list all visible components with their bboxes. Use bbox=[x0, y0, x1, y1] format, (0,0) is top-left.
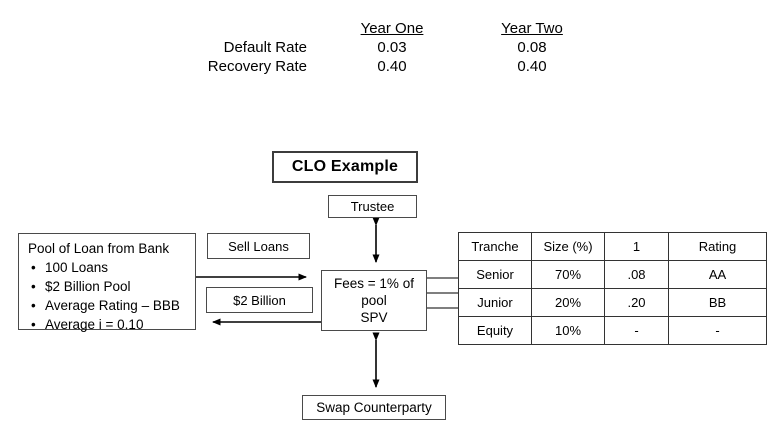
tranche-row-senior: Senior 70% .08 AA bbox=[458, 260, 767, 289]
pool-bullet-item: Average Rating – BBB bbox=[28, 296, 189, 315]
tranche-header-cell: 1 bbox=[604, 232, 669, 261]
default-rate-label: Default Rate bbox=[223, 39, 307, 56]
clo-example-title-box: CLO Example bbox=[272, 151, 418, 183]
spv-box: Fees = 1% of pool SPV bbox=[321, 270, 427, 331]
pool-bullet-list: 100 Loans $2 Billion Pool Average Rating… bbox=[28, 258, 189, 334]
pool-bullet-item: $2 Billion Pool bbox=[28, 277, 189, 296]
year-two-label: Year Two bbox=[501, 20, 563, 37]
two-billion-box: $2 Billion bbox=[206, 287, 313, 313]
tranche-cell: .20 bbox=[604, 288, 669, 317]
tranche-cell: Equity bbox=[458, 316, 532, 345]
spv-label-line: SPV bbox=[360, 310, 388, 325]
tranche-cell: 70% bbox=[531, 260, 605, 289]
tranche-cell: Senior bbox=[458, 260, 532, 289]
tranche-cell: .08 bbox=[604, 260, 669, 289]
spv-fees-line: Fees = 1% of bbox=[334, 276, 414, 291]
trustee-box: Trustee bbox=[328, 195, 417, 218]
tranche-header-cell: Size (%) bbox=[531, 232, 605, 261]
tranche-cell: AA bbox=[668, 260, 767, 289]
tranche-cell: - bbox=[604, 316, 669, 345]
tranche-row-junior: Junior 20% .20 BB bbox=[458, 288, 767, 317]
pool-of-loans-box: Pool of Loan from Bank 100 Loans $2 Bill… bbox=[18, 233, 196, 334]
tranche-cell: BB bbox=[668, 288, 767, 317]
tranche-table: Tranche Size (%) 1 Rating Senior 70% .08… bbox=[458, 232, 767, 345]
pool-bullet-item: Average i = 0.10 bbox=[28, 315, 189, 334]
tranche-cell: Junior bbox=[458, 288, 532, 317]
default-rate-year-two: 0.08 bbox=[517, 39, 547, 56]
rates-empty-corner bbox=[147, 19, 322, 40]
default-rate-year-one: 0.03 bbox=[377, 39, 407, 56]
sell-loans-box: Sell Loans bbox=[207, 233, 310, 259]
recovery-rate-year-one: 0.40 bbox=[377, 58, 407, 75]
tranche-cell: 10% bbox=[531, 316, 605, 345]
tranche-header-row: Tranche Size (%) 1 Rating bbox=[458, 232, 767, 261]
tranche-header-cell: Tranche bbox=[458, 232, 532, 261]
rates-table: Year One Year Two Default Rate 0.03 0.08… bbox=[147, 19, 602, 76]
pool-box-title: Pool of Loan from Bank bbox=[28, 241, 170, 256]
pool-bullet-item: 100 Loans bbox=[28, 258, 189, 277]
recovery-rate-label: Recovery Rate bbox=[207, 58, 307, 75]
rates-header-year-one: Year One bbox=[322, 19, 462, 40]
year-one-label: Year One bbox=[360, 20, 424, 37]
tranche-cell: - bbox=[668, 316, 767, 345]
recovery-rate-year-two: 0.40 bbox=[517, 58, 547, 75]
tranche-header-cell: Rating bbox=[668, 232, 767, 261]
tranche-row-equity: Equity 10% - - bbox=[458, 316, 767, 345]
rates-header-year-two: Year Two bbox=[462, 19, 602, 40]
spv-pool-line: pool bbox=[361, 293, 387, 308]
swap-counterparty-box: Swap Counterparty bbox=[302, 395, 446, 420]
tranche-cell: 20% bbox=[531, 288, 605, 317]
